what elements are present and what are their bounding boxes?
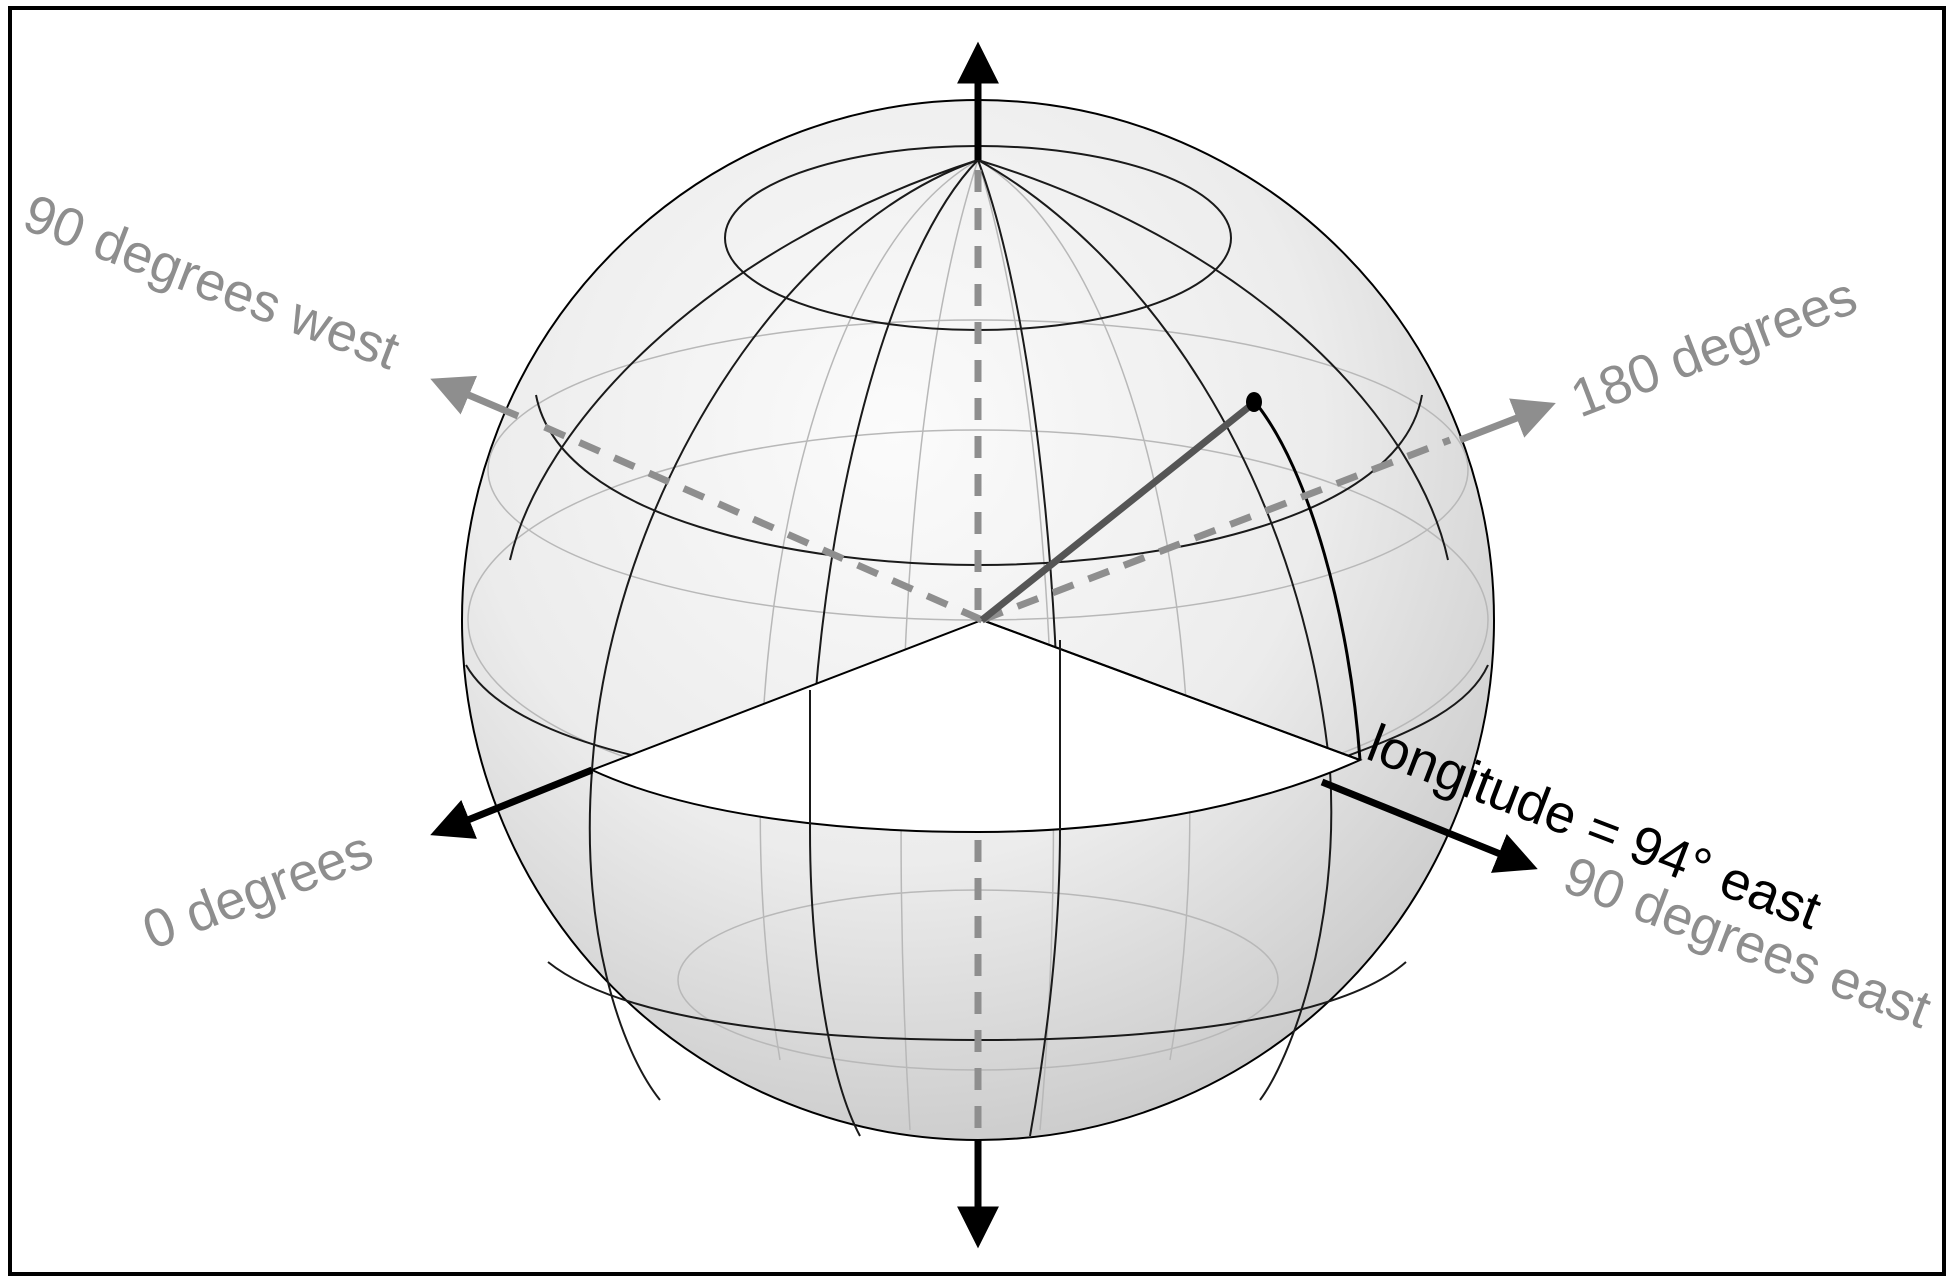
cutaway-wedge-right <box>981 619 1361 761</box>
location-point <box>1246 392 1262 412</box>
cutaway-wedge <box>589 618 1363 834</box>
sphere-front-meridians <box>509 159 1449 1137</box>
back-meridian-4 <box>900 159 979 1131</box>
hidden-axis-180 <box>980 436 1452 624</box>
zero-degrees-arrow <box>430 766 594 839</box>
meridian-front-1 <box>588 159 979 1101</box>
meridian-front-4 <box>977 159 1333 1101</box>
degrees-180-arrow <box>1458 398 1556 444</box>
back-meridian-2 <box>759 159 979 1061</box>
west-90-arrow <box>430 375 520 420</box>
hidden-axes <box>538 170 1452 1130</box>
back-meridian-1 <box>977 159 1191 1061</box>
east-90-arrow <box>1320 778 1538 873</box>
frame-border <box>8 6 1946 1276</box>
polar-cap-circle <box>724 145 1233 331</box>
longitude-arc <box>1253 401 1362 761</box>
label-90-west: 90 degrees west <box>16 183 407 381</box>
back-meridian-3 <box>977 159 1055 1131</box>
label-0-degrees: 0 degrees <box>135 819 381 961</box>
meridian-front-6 <box>509 159 979 561</box>
radius-to-point <box>979 399 1258 623</box>
label-180-degrees: 180 degrees <box>1563 266 1865 430</box>
latitude-mid-front-right <box>1335 664 1489 761</box>
meridian-front-5 <box>977 159 1449 561</box>
hidden-axis-west <box>538 421 984 624</box>
